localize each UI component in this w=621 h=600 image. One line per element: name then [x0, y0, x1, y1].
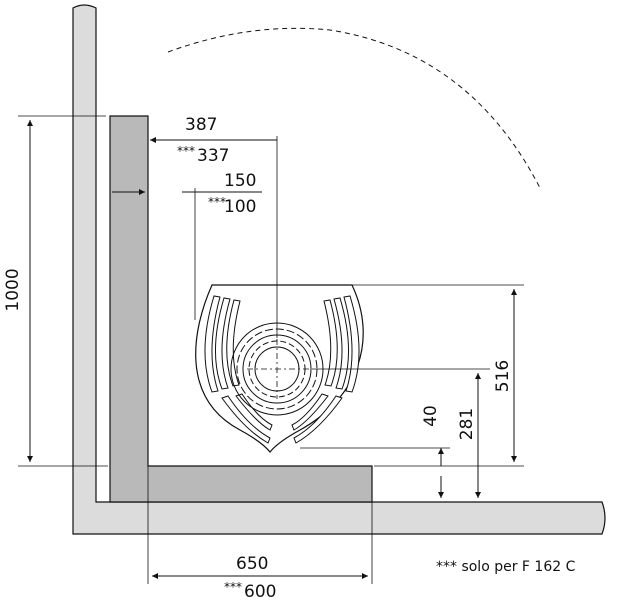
dim-650-label: 650 [236, 554, 268, 574]
dim-516-label: 516 [493, 360, 513, 392]
dimension-lines [27, 120, 517, 579]
footnote: *** solo per F 162 C [436, 559, 576, 575]
dim-40-label: 40 [421, 405, 441, 427]
dim-337-prefix: *** [177, 144, 195, 158]
dim-1000-label: 1000 [3, 268, 23, 311]
dim-100-prefix: *** [208, 195, 226, 209]
dim-150-label: 150 [224, 171, 256, 191]
door-swing-arc [167, 27, 541, 189]
dim-281-label: 281 [457, 408, 477, 440]
extension-lines [18, 115, 524, 584]
dim-600-prefix: *** [224, 580, 242, 594]
dim-387-label: 387 [185, 115, 217, 135]
dim-100-label: 100 [224, 197, 256, 217]
wall-outline [72, 4, 606, 535]
stove-vent-slots [204, 295, 360, 444]
floor-protection-slab [109, 115, 373, 503]
dim-600-label: 600 [244, 582, 276, 600]
dim-337-label: 337 [197, 146, 229, 166]
